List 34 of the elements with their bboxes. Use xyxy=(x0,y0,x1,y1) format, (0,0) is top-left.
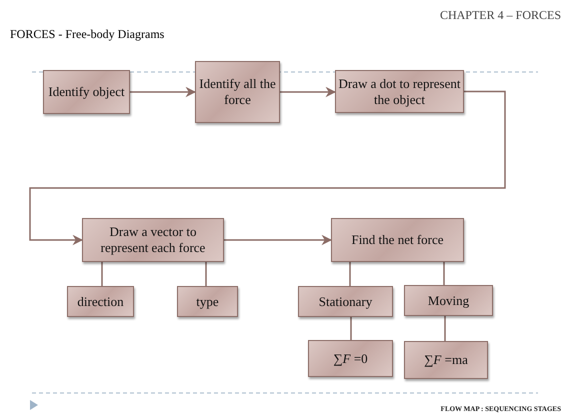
process-box xyxy=(331,218,464,262)
process-box xyxy=(67,286,134,317)
process-box xyxy=(195,61,280,123)
process-box xyxy=(404,285,493,316)
box-text: Draw a dot to represent the object xyxy=(338,76,461,108)
arrow xyxy=(29,90,506,246)
process-box xyxy=(404,341,488,379)
process-box xyxy=(177,286,238,317)
process-box xyxy=(298,286,393,317)
box-text: ∑F =0 xyxy=(333,350,368,366)
box-text: Moving xyxy=(428,292,470,308)
connector-line xyxy=(444,316,446,341)
connector-line xyxy=(205,262,207,286)
box-text: ∑F =ma xyxy=(424,352,468,368)
process-box xyxy=(308,340,393,377)
process-box xyxy=(335,70,464,113)
arrow xyxy=(130,86,196,98)
connector-line xyxy=(443,262,445,285)
process-box xyxy=(82,218,224,262)
box-text: Stationary xyxy=(318,294,372,310)
title: FORCES - Free-body Diagrams xyxy=(10,27,164,42)
box-text: direction xyxy=(77,294,124,310)
box-text: Identify object xyxy=(48,84,125,100)
connector-line xyxy=(349,262,351,286)
box-text: Identify all the force xyxy=(198,76,277,108)
arrow xyxy=(224,234,332,246)
box-text: Find the net force xyxy=(351,232,444,248)
process-box xyxy=(43,70,130,114)
header-text: CHAPTER 4 – FORCES xyxy=(440,8,561,23)
box-text: Draw a vector to represent each force xyxy=(100,224,206,256)
arrow xyxy=(280,86,336,98)
box-text: type xyxy=(196,294,219,310)
connector-line xyxy=(350,317,352,340)
connector-line xyxy=(101,262,103,286)
